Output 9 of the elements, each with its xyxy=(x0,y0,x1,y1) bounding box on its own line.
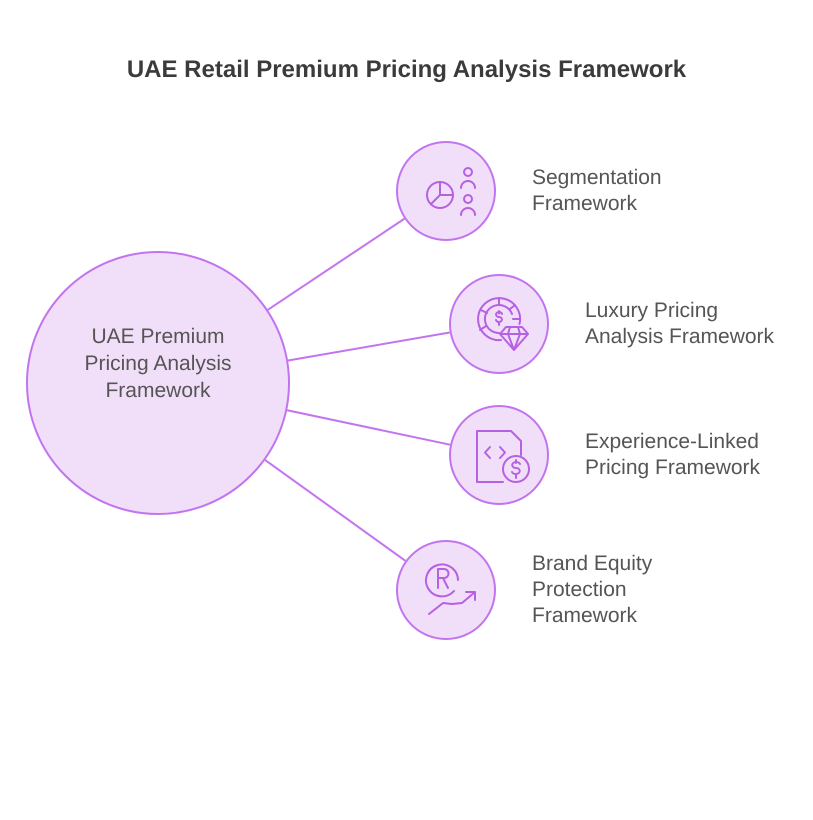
diagram-title: UAE Retail Premium Pricing Analysis Framework xyxy=(126,55,686,85)
node-label: Experience-Linked Pricing Framework xyxy=(585,429,762,481)
connector-line xyxy=(264,459,406,562)
node-label: Brand Equity Protection Framework xyxy=(532,551,654,629)
connector-line xyxy=(286,409,450,446)
node-label: Segmentation Framework xyxy=(532,165,663,217)
connector-line xyxy=(267,218,405,311)
node-label: Luxury Pricing Analysis Framework xyxy=(585,298,776,350)
node-label: UAE Premium Pricing Analysis Framework xyxy=(83,324,233,404)
